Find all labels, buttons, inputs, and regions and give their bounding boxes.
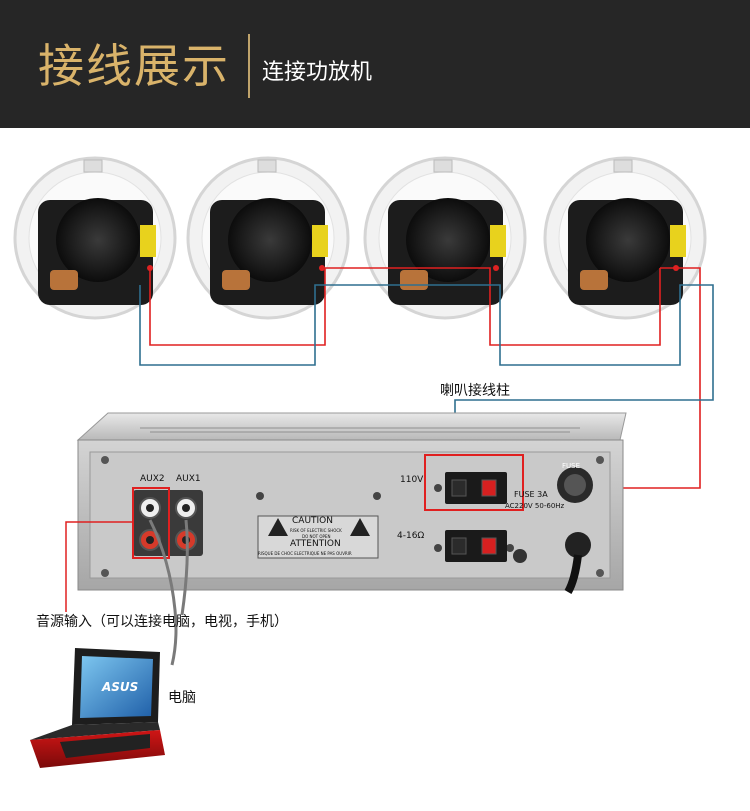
page-title: 接线展示 (38, 39, 230, 93)
fuse-top-label: FUSE (562, 462, 581, 470)
output-110v-label: 110V (400, 475, 424, 485)
attention-label: ATTENTION (290, 539, 341, 549)
aux2-label: AUX2 (140, 474, 165, 484)
aux1-label: AUX1 (176, 474, 201, 484)
speaker-2 (186, 156, 350, 320)
power-rating-label: AC220V 50-60Hz (505, 502, 565, 510)
caution-line1: RISK OF ELECTRIC SHOCK (290, 528, 342, 533)
speaker-1 (13, 156, 177, 320)
laptop (30, 648, 165, 768)
caution-label: CAUTION (292, 516, 333, 526)
fuse-rating-label: FUSE 3A (514, 490, 548, 499)
computer-label: 电脑 (168, 690, 196, 706)
amplifier (76, 412, 627, 595)
audio-cable (65, 519, 189, 666)
header-banner: 接线展示 连接功放机 (0, 0, 750, 128)
output-4-16-label: 4-16Ω (397, 531, 425, 541)
title-divider (248, 34, 250, 98)
speaker-3 (363, 156, 527, 320)
audio-input-label: 音源输入（可以连接电脑，电视，手机） (36, 614, 288, 630)
page-subtitle: 连接功放机 (262, 60, 373, 85)
caution-line2: DO NOT OPEN (302, 534, 331, 539)
speaker-terminal-label: 喇叭接线柱 (440, 383, 510, 399)
laptop-brand: ASUS (102, 680, 139, 694)
attention-line: RISQUE DE CHOC ELECTRIQUE NE PAS OUVRIR (258, 551, 352, 556)
speaker-4 (543, 156, 707, 320)
